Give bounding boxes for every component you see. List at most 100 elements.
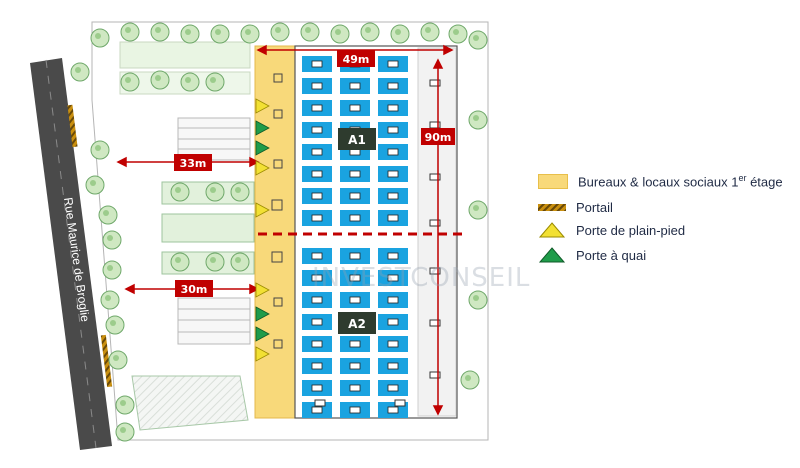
tree-leaf bbox=[95, 33, 101, 39]
rack-window bbox=[349, 296, 361, 304]
legend-dock-door: Porte à quai bbox=[538, 247, 646, 263]
building-a1-label: A1 bbox=[348, 133, 366, 147]
tree-leaf bbox=[210, 257, 216, 263]
rack-window bbox=[311, 340, 323, 348]
tree-leaf bbox=[210, 187, 216, 193]
rack-window bbox=[349, 274, 361, 282]
rack-window bbox=[349, 170, 361, 178]
rack-window bbox=[387, 192, 399, 200]
portail-north bbox=[67, 104, 78, 148]
rack-window bbox=[387, 170, 399, 178]
rack-window bbox=[311, 318, 323, 326]
tree-leaf bbox=[175, 187, 181, 193]
dim-width-box bbox=[337, 50, 375, 67]
tree-leaf bbox=[425, 27, 431, 33]
tree-leaf bbox=[105, 295, 111, 301]
ground-door-icon bbox=[255, 202, 270, 218]
tree-leaf bbox=[95, 145, 101, 151]
dim-setback-top-label: 33m bbox=[180, 157, 207, 170]
tree-leaf bbox=[120, 400, 126, 406]
dock-door-icon bbox=[255, 120, 270, 136]
legend-offices-suffix: étage bbox=[746, 174, 783, 190]
rack-window bbox=[349, 384, 361, 392]
dim-setback-top-box bbox=[174, 154, 212, 171]
rack-window bbox=[387, 362, 399, 370]
tree-leaf bbox=[465, 375, 471, 381]
tree-leaf bbox=[210, 77, 216, 83]
rack-window bbox=[387, 252, 399, 260]
tree-leaf bbox=[155, 75, 161, 81]
green-triangle-icon bbox=[538, 247, 566, 263]
legend-ground-door: Porte de plain-pied bbox=[538, 222, 685, 238]
rack-window bbox=[387, 296, 399, 304]
rack-window bbox=[311, 296, 323, 304]
tree-leaf bbox=[473, 35, 479, 41]
tree-leaf bbox=[305, 27, 311, 33]
rack-window bbox=[387, 340, 399, 348]
doors bbox=[255, 98, 270, 362]
legend-offices-label: Bureaux & locaux sociaux 1 bbox=[578, 174, 739, 190]
rack-window bbox=[349, 104, 361, 112]
legend-offices: Bureaux & locaux sociaux 1er étage bbox=[538, 173, 783, 189]
tree-leaf bbox=[245, 29, 251, 35]
tree-leaf bbox=[235, 187, 241, 193]
tree-leaf bbox=[335, 29, 341, 35]
tree-leaf bbox=[155, 27, 161, 33]
tree-leaf bbox=[125, 77, 131, 83]
rack-window bbox=[387, 60, 399, 68]
ground-door-icon bbox=[255, 282, 270, 298]
dock-door-icon bbox=[255, 326, 270, 342]
tree-leaf bbox=[125, 27, 131, 33]
rack-window bbox=[311, 60, 323, 68]
tree-leaf bbox=[453, 29, 459, 35]
tree-leaf bbox=[110, 320, 116, 326]
rack-window bbox=[349, 82, 361, 90]
parking-top bbox=[177, 117, 251, 161]
dim-width-label: 49m bbox=[343, 53, 370, 66]
building-a2-label: A2 bbox=[348, 317, 366, 331]
tree-leaf bbox=[75, 67, 81, 73]
tree-leaf bbox=[185, 77, 191, 83]
ground-door-icon bbox=[255, 98, 270, 114]
rack-window bbox=[311, 82, 323, 90]
rack-window bbox=[311, 274, 323, 282]
yellow-triangle-icon bbox=[538, 222, 566, 238]
dock-door-icon bbox=[255, 306, 270, 322]
dim-setback-bottom-label: 30m bbox=[181, 283, 208, 296]
watermark: INVESTCONSEIL bbox=[312, 263, 531, 293]
legend-ground-door-label: Porte de plain-pied bbox=[576, 222, 686, 238]
tree-leaf bbox=[185, 29, 191, 35]
rack-window bbox=[387, 384, 399, 392]
tree-leaf bbox=[473, 115, 479, 121]
tree-leaf bbox=[235, 257, 241, 263]
rack-window bbox=[349, 214, 361, 222]
legend-offices-swatch bbox=[538, 173, 568, 189]
rack-window bbox=[311, 104, 323, 112]
building-a1-box bbox=[338, 128, 376, 150]
tree-leaf bbox=[365, 27, 371, 33]
tree-leaf bbox=[215, 29, 221, 35]
legend-gate-label: Portail bbox=[576, 200, 613, 215]
dim-depth-label: 90m bbox=[425, 131, 452, 144]
rack-window bbox=[349, 362, 361, 370]
trees bbox=[70, 22, 488, 442]
tree-leaf bbox=[107, 235, 113, 241]
tree-leaf bbox=[473, 295, 479, 301]
dim-depth-box bbox=[421, 128, 455, 145]
guard-house bbox=[131, 375, 249, 431]
tree-leaf bbox=[90, 180, 96, 186]
tree-leaf bbox=[395, 29, 401, 35]
legend-gate-swatch bbox=[538, 204, 566, 211]
dim-setback-bottom-box bbox=[175, 280, 213, 297]
tree-leaf bbox=[113, 355, 119, 361]
rack-window bbox=[311, 170, 323, 178]
rack-window bbox=[311, 148, 323, 156]
rack-window bbox=[387, 82, 399, 90]
rack-window bbox=[311, 406, 323, 414]
tree-leaf bbox=[120, 427, 126, 433]
rack-window bbox=[387, 148, 399, 156]
rack-window bbox=[311, 384, 323, 392]
rack-window bbox=[387, 406, 399, 414]
rack-window bbox=[387, 126, 399, 134]
